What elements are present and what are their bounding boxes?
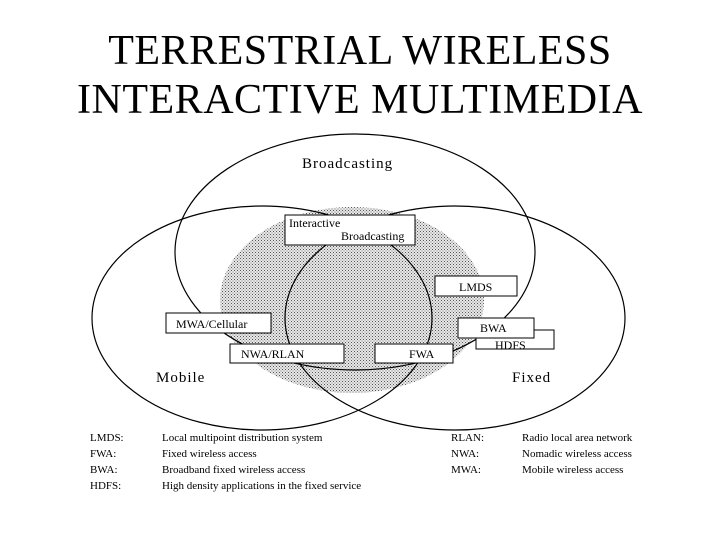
legend-abbr: LMDS: [90, 432, 124, 444]
legend-definition: High density applications in the fixed s… [162, 480, 362, 492]
hdfs-label: HDFS [495, 338, 526, 352]
legend-abbr: BWA: [90, 464, 118, 476]
mwa-cellular-box [165, 312, 272, 334]
broadcasting-circle [174, 133, 536, 371]
mobile-label: Mobile [156, 370, 206, 386]
fixed-label: Fixed [512, 370, 552, 386]
legend-left-abbreviations: LMDS: FWA: BWA: HDFS: [90, 430, 124, 494]
legend-abbr: FWA: [90, 448, 117, 460]
fwa-box [374, 343, 454, 364]
interactive-broadcasting-box [284, 214, 416, 246]
broadcasting-box-label: Broadcasting [341, 229, 405, 243]
bwa-label: BWA [480, 321, 507, 335]
lmds-box [434, 275, 518, 297]
nwa-rlan-box [229, 343, 345, 364]
legend-abbr: HDFS: [90, 480, 122, 492]
interactive-label: Interactive [289, 216, 341, 230]
legend-left-definitions: Local multipoint distribution system Fix… [162, 430, 361, 494]
fwa-label: FWA [409, 347, 435, 361]
legend-definition: Broadband fixed wireless access [162, 464, 306, 476]
legend-definition: Nomadic wireless access [522, 448, 632, 460]
title-line-2: INTERACTIVE MULTIMEDIA [77, 77, 643, 123]
legend-definition: Mobile wireless access [522, 464, 624, 476]
legend-abbr: RLAN: [451, 432, 484, 444]
broadcasting-label: Broadcasting [302, 156, 394, 172]
bwa-box [457, 317, 535, 339]
legend-abbr: MWA: [451, 464, 481, 476]
legend-definition: Local multipoint distribution system [162, 432, 323, 444]
legend-definition: Radio local area network [522, 432, 633, 444]
lmds-label: LMDS [459, 280, 493, 294]
legend-right-abbreviations: RLAN: NWA: MWA: [451, 430, 484, 478]
title-line-1: TERRESTRIAL WIRELESS [108, 28, 612, 74]
legend-right-definitions: Radio local area network Nomadic wireles… [522, 430, 632, 478]
legend-definition: Fixed wireless access [162, 448, 257, 460]
mobile-circle [91, 205, 433, 431]
mwa-cellular-label: MWA/Cellular [176, 317, 248, 331]
fixed-circle [284, 205, 626, 431]
legend-abbr: NWA: [451, 448, 480, 460]
nwa-rlan-label: NWA/RLAN [241, 347, 305, 361]
